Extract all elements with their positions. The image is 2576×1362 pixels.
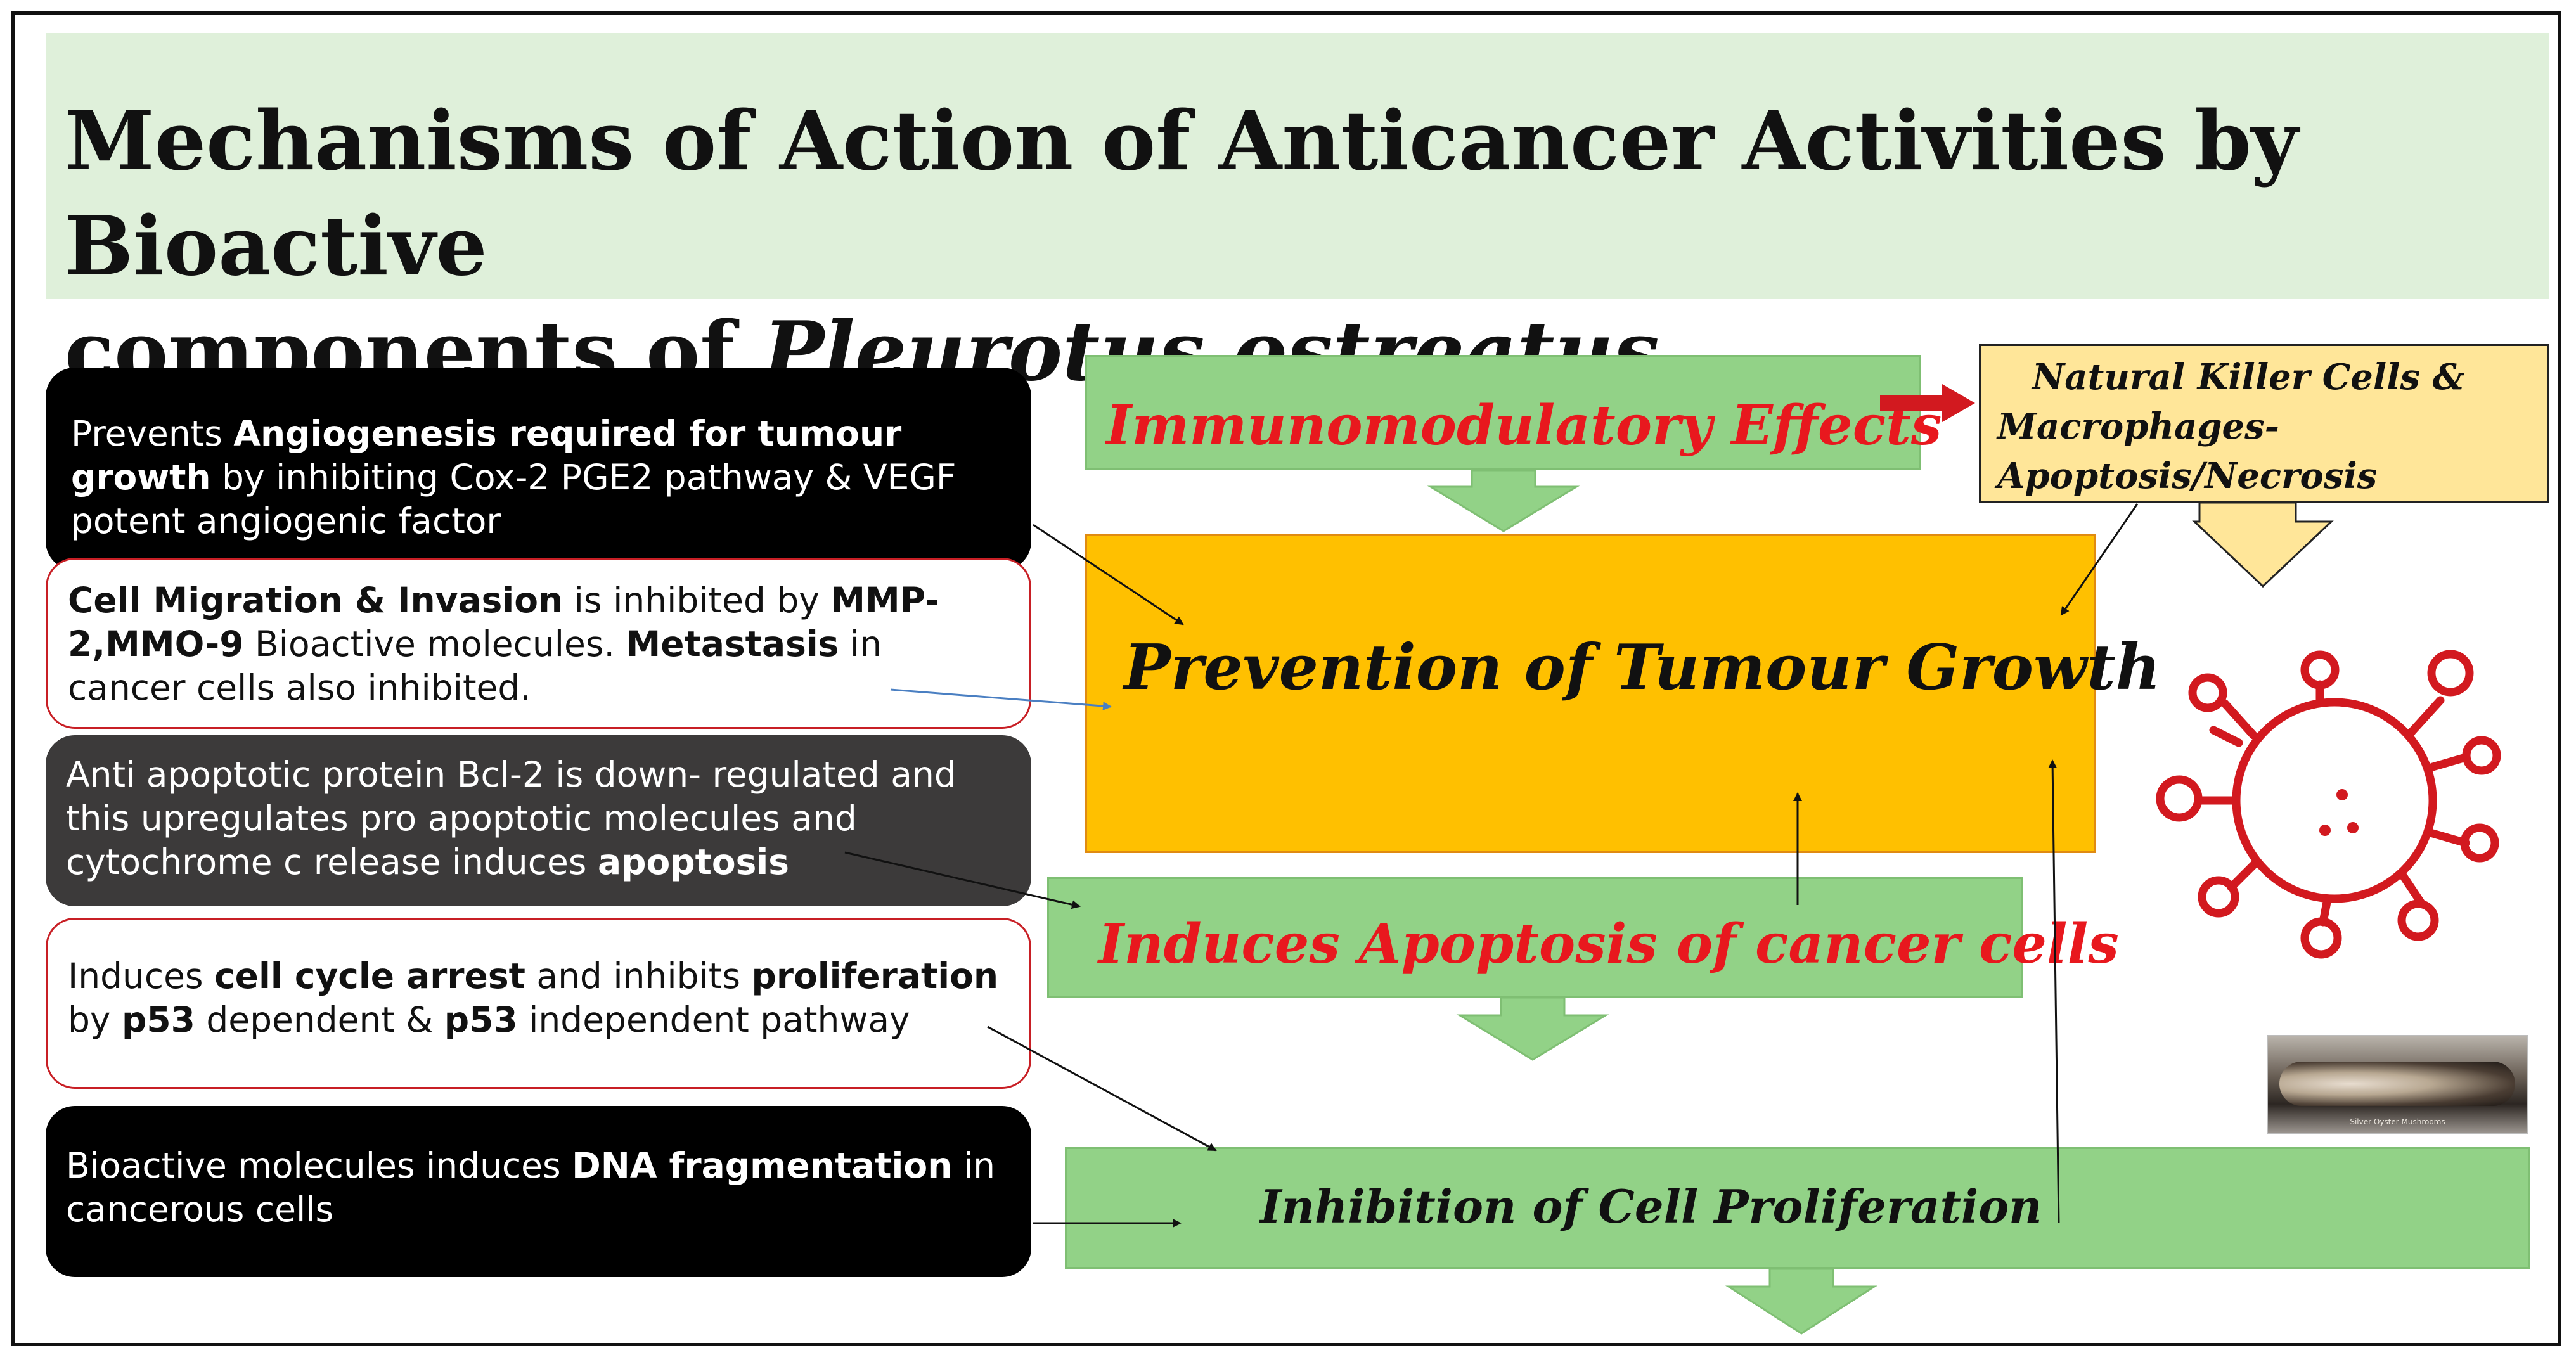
induces-apoptosis-box: Induces Apoptosis of cancer cells bbox=[1047, 877, 2119, 998]
immunomodulatory-label: Immunomodulatory Effects bbox=[1106, 394, 1942, 458]
connector-angiogenesis bbox=[1033, 524, 1184, 626]
apoptosis-protein-bold: apoptosis bbox=[597, 842, 789, 882]
migration-bold-3: Metastasis bbox=[626, 624, 839, 664]
title-band bbox=[46, 33, 2549, 299]
cell-cycle-text-1: Induces bbox=[68, 956, 215, 996]
induces-apoptosis-label: Induces Apoptosis of cancer cells bbox=[1098, 912, 2119, 976]
cell-cycle-box: Induces cell cycle arrest and inhibits p… bbox=[46, 918, 1031, 1089]
title-line-1: Mechanisms of Action of Anticancer Activ… bbox=[65, 94, 2298, 294]
down-arrow-inhibition bbox=[1725, 1268, 1878, 1335]
apoptosis-protein-box: Anti apoptotic protein Bcl-2 is down- re… bbox=[46, 735, 1031, 906]
red-arrow bbox=[1880, 384, 1975, 422]
angiogenesis-box: Prevents Angiogenesis required for tumou… bbox=[46, 368, 1031, 570]
nk-line-1: Natural Killer Cells & bbox=[2032, 356, 2465, 398]
inhibition-box: Inhibition of Cell Proliferation bbox=[1065, 1147, 2530, 1269]
angiogenesis-bold-1: Angiogenesis required for tumour growth bbox=[71, 413, 902, 498]
apoptosis-protein-text: Anti apoptotic protein Bcl-2 is down- re… bbox=[66, 754, 956, 882]
migration-bold-1: Cell Migration & Invasion bbox=[68, 580, 564, 620]
cell-cycle-text-5: independent pathway bbox=[517, 999, 910, 1040]
dna-bold-1: DNA fragmentation bbox=[572, 1145, 953, 1186]
nk-line-2: Macrophages- bbox=[1997, 406, 2279, 447]
nk-macrophage-box: Natural Killer Cells & Macrophages- Apop… bbox=[1979, 344, 2549, 503]
nk-line-3: Apoptosis/Necrosis bbox=[1997, 455, 2378, 497]
down-arrow-immuno bbox=[1427, 469, 1580, 532]
migration-box: Cell Migration & Invasion is inhibited b… bbox=[46, 558, 1031, 729]
virus-icon bbox=[2156, 650, 2501, 959]
mushroom-tray bbox=[2279, 1062, 2515, 1106]
down-arrow-nk bbox=[2192, 501, 2334, 588]
inhibition-label: Inhibition of Cell Proliferation bbox=[1260, 1179, 2042, 1233]
connector-cell-cycle bbox=[987, 1025, 1217, 1152]
virus-dots bbox=[2319, 789, 2359, 836]
oyster-mushroom-photo: Silver Oyster Mushrooms bbox=[2267, 1035, 2528, 1134]
cell-cycle-text-4: dependent & bbox=[195, 999, 444, 1040]
migration-text-3: in cancer cells also inhibited. bbox=[68, 624, 882, 708]
cell-cycle-text-2: and inhibits bbox=[525, 956, 752, 996]
migration-text-2: Bioactive molecules. bbox=[243, 624, 626, 664]
cell-cycle-bold-4: p53 bbox=[444, 999, 518, 1040]
cell-cycle-text-3: by bbox=[68, 999, 122, 1040]
prevention-label: Prevention of Tumour Growth bbox=[1124, 631, 2161, 704]
immunomodulatory-box: Immunomodulatory Effects bbox=[1085, 355, 1942, 470]
diagram-title: Mechanisms of Action of Anticancer Activ… bbox=[65, 89, 2524, 404]
connector-apoptosis-protein bbox=[844, 851, 1081, 909]
migration-text-1: is inhibited by bbox=[563, 580, 831, 620]
down-arrow-apoptosis bbox=[1456, 996, 1609, 1061]
dna-text-1: Bioactive molecules induces bbox=[66, 1145, 572, 1186]
dna-fragmentation-box: Bioactive molecules induces DNA fragment… bbox=[46, 1106, 1031, 1277]
angiogenesis-text-1: Prevents bbox=[71, 413, 234, 454]
connector-migration bbox=[890, 688, 1112, 711]
cell-cycle-bold-1: cell cycle arrest bbox=[214, 956, 525, 996]
angiogenesis-text-2: by inhibiting Cox-2 PGE2 pathway & VEGF … bbox=[71, 457, 956, 541]
prevention-box: Prevention of Tumour Growth bbox=[1085, 534, 2161, 853]
migration-bold-2: MMP-2,MMO-9 bbox=[68, 580, 939, 664]
connector-inhibition-to-center bbox=[2048, 759, 2060, 1224]
photo-caption: Silver Oyster Mushrooms bbox=[2350, 1117, 2445, 1126]
dna-text-2: in cancerous cells bbox=[66, 1145, 995, 1230]
cell-cycle-bold-2: proliferation bbox=[751, 956, 999, 996]
cell-cycle-bold-3: p53 bbox=[121, 999, 195, 1040]
connector-nk-to-center bbox=[2060, 503, 2139, 616]
